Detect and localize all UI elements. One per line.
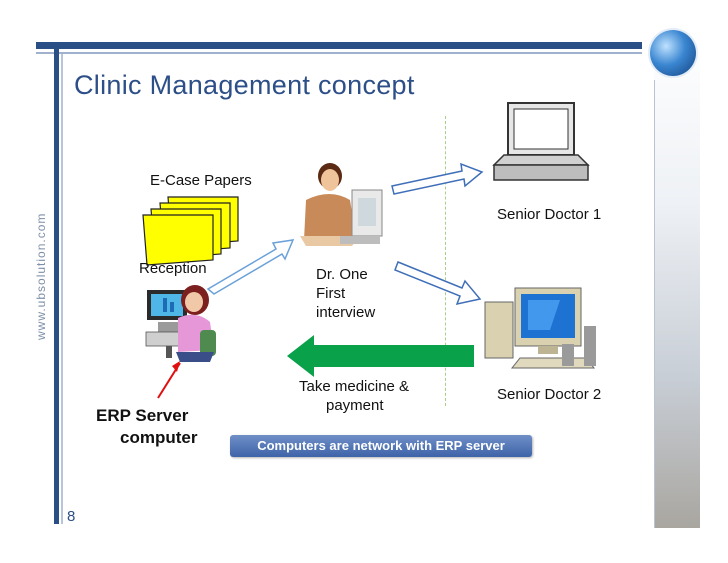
laptop-icon bbox=[492, 102, 590, 181]
doctor-one-icon bbox=[300, 163, 383, 246]
doctor-one-label-line3: interview bbox=[316, 304, 376, 321]
papers-icon bbox=[142, 196, 239, 266]
flow-arrow-back-green bbox=[287, 335, 474, 377]
flow-arrow-reception-to-doctor bbox=[206, 239, 295, 295]
desktop-computer-icon bbox=[484, 287, 596, 369]
senior-doctor-2-label: Senior Doctor 2 bbox=[497, 386, 602, 403]
network-note-banner: Computers are network with ERP server bbox=[230, 435, 532, 457]
erp-label-line2: computer bbox=[120, 428, 198, 447]
ecase-label: E-Case Papers bbox=[150, 172, 252, 189]
top-accent-line bbox=[36, 52, 642, 54]
senior-doctor-1-label: Senior Doctor 1 bbox=[497, 206, 602, 223]
flow-arrow-to-senior-doctor-2 bbox=[394, 261, 482, 306]
reception-label: Reception bbox=[139, 260, 207, 277]
erp-label-line1: ERP Server bbox=[96, 406, 189, 425]
erp-pointer-head bbox=[172, 361, 180, 372]
globe-icon bbox=[650, 30, 696, 76]
reception-worker-icon bbox=[145, 285, 216, 362]
left-accent-line bbox=[61, 54, 63, 524]
network-divider bbox=[445, 116, 446, 406]
doctor-one-label-line2: First bbox=[316, 285, 346, 302]
medicine-label-line1: Take medicine & bbox=[299, 378, 410, 395]
right-decor-line bbox=[654, 80, 655, 528]
left-accent-bar bbox=[54, 48, 59, 524]
slide-title: Clinic Management concept bbox=[74, 70, 415, 100]
page-number: 8 bbox=[67, 508, 76, 525]
medicine-label-line2: payment bbox=[326, 397, 384, 414]
top-accent-bar bbox=[36, 42, 642, 49]
right-decor-panel bbox=[654, 28, 700, 528]
doctor-one-label-line1: Dr. One bbox=[316, 266, 368, 283]
flow-arrow-to-senior-doctor-1 bbox=[391, 162, 484, 195]
